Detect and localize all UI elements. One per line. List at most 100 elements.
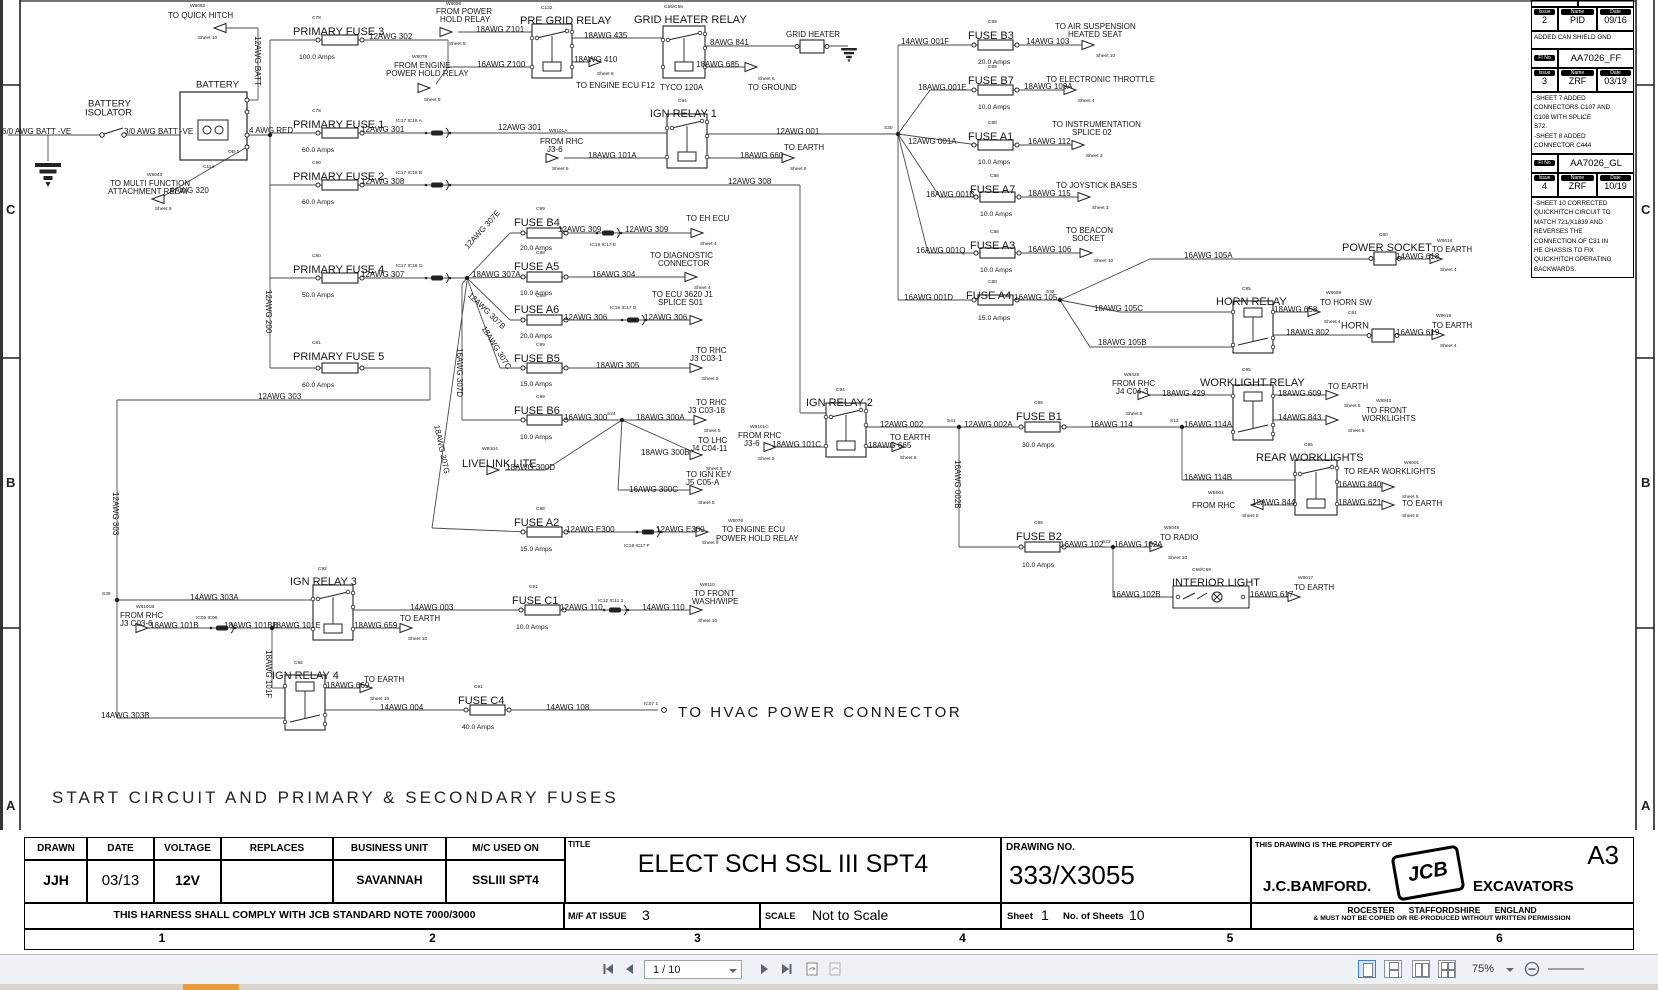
wire-label: TO JOYSTICK BASES bbox=[1056, 181, 1137, 190]
amps-label: 20.0 Amps bbox=[520, 333, 553, 340]
component-box bbox=[1371, 328, 1395, 343]
zoom-out-button[interactable] bbox=[1522, 959, 1542, 979]
previous-view-button[interactable] bbox=[802, 959, 822, 979]
wire bbox=[466, 277, 511, 321]
component-name-label: FUSE A6 bbox=[514, 304, 559, 316]
wire-label: TO EARTH bbox=[784, 143, 824, 152]
relay-pin bbox=[660, 64, 666, 70]
tiny-ref-label: S32 bbox=[1046, 289, 1055, 295]
relay-switch bbox=[830, 409, 862, 418]
component-name-label: GRID HEATER RELAY bbox=[634, 14, 747, 26]
tiny-ref-label: Sheet 10 bbox=[370, 696, 390, 702]
sheet-ref-arrow-icon bbox=[684, 271, 699, 283]
previous-page-button[interactable] bbox=[620, 959, 640, 979]
relay-symbol bbox=[531, 23, 573, 79]
wire-label: 6/0 AWG BATT -VE bbox=[2, 127, 71, 136]
relay-pin bbox=[697, 30, 703, 36]
tiny-ref-label: C88 bbox=[990, 229, 999, 235]
sheets-value: 10 bbox=[1129, 907, 1145, 923]
wire-label: BATTERY bbox=[196, 80, 240, 91]
component-name-label: FUSE B1 bbox=[1016, 411, 1062, 423]
tiny-ref-label: C88 bbox=[988, 279, 997, 285]
wire-label: 16AWG 114A bbox=[1184, 420, 1233, 429]
relay-pin bbox=[282, 683, 288, 689]
wire-label: 16AWG Z100 bbox=[477, 60, 526, 69]
next-view-button[interactable] bbox=[824, 959, 844, 979]
wire-junction bbox=[619, 417, 625, 423]
sheet-ref-arrow-icon bbox=[212, 22, 227, 34]
sheet-ref-arrow-icon bbox=[689, 604, 704, 616]
tiny-ref-label: IC05 IC06 bbox=[196, 615, 218, 621]
page-number-input[interactable]: 1 / 10 bbox=[644, 960, 742, 979]
sheet-ref-arrow-icon bbox=[1325, 389, 1340, 401]
last-page-button[interactable] bbox=[776, 959, 796, 979]
wire bbox=[621, 419, 701, 456]
tiny-ref-label: W8101B bbox=[136, 604, 154, 610]
fuse-pin bbox=[1014, 87, 1020, 93]
zoom-dropdown-caret-icon[interactable] bbox=[1506, 968, 1514, 972]
page-dropdown-caret-icon[interactable] bbox=[729, 969, 737, 973]
next-page-button[interactable] bbox=[754, 959, 774, 979]
wire-label: 18AWG 101A bbox=[588, 151, 637, 160]
relay-pin bbox=[1230, 309, 1236, 315]
tiny-ref-label: W8082 bbox=[190, 3, 206, 9]
wire bbox=[617, 419, 623, 491]
component-name-label: IGN RELAY 1 bbox=[650, 108, 717, 120]
zoom-level-value[interactable]: 75% bbox=[1472, 963, 1495, 975]
voltage-label: VOLTAGE bbox=[153, 837, 222, 861]
relay-pin bbox=[350, 604, 356, 610]
wire-label: 16AWG 307D bbox=[455, 348, 464, 397]
wire bbox=[897, 133, 929, 254]
sheet-ref-arrow-icon bbox=[1063, 84, 1078, 96]
sheet-ref-arrow-icon bbox=[689, 484, 704, 496]
taskbar-app-peek[interactable] bbox=[183, 984, 239, 990]
drawing-no-label: DRAWING NO. bbox=[1006, 842, 1075, 853]
wire-label: 14AWG 003 bbox=[410, 603, 454, 612]
zone-number-row bbox=[24, 928, 1634, 950]
wire-label: 8AWG 841 bbox=[710, 38, 749, 47]
relay-pin bbox=[1297, 471, 1303, 477]
issue-label: Issue bbox=[1534, 175, 1555, 181]
relay-switch bbox=[1237, 337, 1269, 346]
zoom-slider[interactable] bbox=[1546, 959, 1586, 979]
relay-pin bbox=[1230, 429, 1236, 435]
single-page-view-button[interactable] bbox=[1358, 960, 1376, 978]
tiny-ref-label: C99 bbox=[988, 19, 997, 25]
tiny-ref-label: C99 bbox=[1034, 400, 1043, 406]
wire-label: 12AWG 309 bbox=[558, 225, 602, 234]
sheet-ref-arrow-icon bbox=[1081, 39, 1096, 51]
two-page-continuous-view-button[interactable] bbox=[1438, 960, 1456, 978]
tiny-ref-label: C91 bbox=[474, 684, 483, 690]
fuse-symbol bbox=[321, 127, 359, 139]
component-name-label: HORN RELAY bbox=[1216, 296, 1287, 308]
continuous-view-button[interactable] bbox=[1384, 960, 1402, 978]
fuse-pin bbox=[359, 365, 365, 371]
tiny-ref-label: WB104 bbox=[482, 446, 498, 452]
zone-number: 4 bbox=[959, 931, 966, 945]
wire-label: J5 C05-A bbox=[686, 478, 720, 487]
wire-label: 12AWG 303 bbox=[111, 492, 120, 536]
component-box bbox=[1373, 251, 1397, 266]
inline-connector-icon bbox=[602, 608, 606, 612]
wire-label: TO REAR WORKLIGHTS bbox=[1344, 467, 1435, 476]
wire-label: 14AWG 303A bbox=[190, 593, 239, 602]
wire-label: GRID HEATER bbox=[786, 30, 840, 39]
wire-label: 16AWG 840 bbox=[1338, 480, 1382, 489]
first-page-button[interactable] bbox=[598, 959, 618, 979]
wire-label: 12AWG BATT bbox=[253, 36, 262, 86]
wire-label: 18AWG Z101 bbox=[476, 25, 525, 34]
wire-label: FROM ENGINE bbox=[394, 61, 450, 70]
amps-label: 20.0 Amps bbox=[520, 245, 553, 252]
sheet-ref-arrow-icon bbox=[744, 61, 759, 73]
relay-switch bbox=[536, 30, 568, 39]
two-page-view-button[interactable] bbox=[1412, 960, 1430, 978]
component-box bbox=[799, 39, 825, 54]
relay-pin bbox=[863, 422, 869, 428]
wire bbox=[466, 277, 501, 369]
relay-symbol bbox=[312, 584, 354, 641]
wire-label: 16AWG 112 bbox=[1028, 137, 1071, 146]
wire-label: 16AWG 304 bbox=[592, 270, 636, 279]
fuse-pin bbox=[971, 297, 977, 303]
mf-label: M/F AT ISSUE bbox=[568, 911, 627, 921]
tiny-ref-label: C55/C56 bbox=[664, 4, 683, 10]
